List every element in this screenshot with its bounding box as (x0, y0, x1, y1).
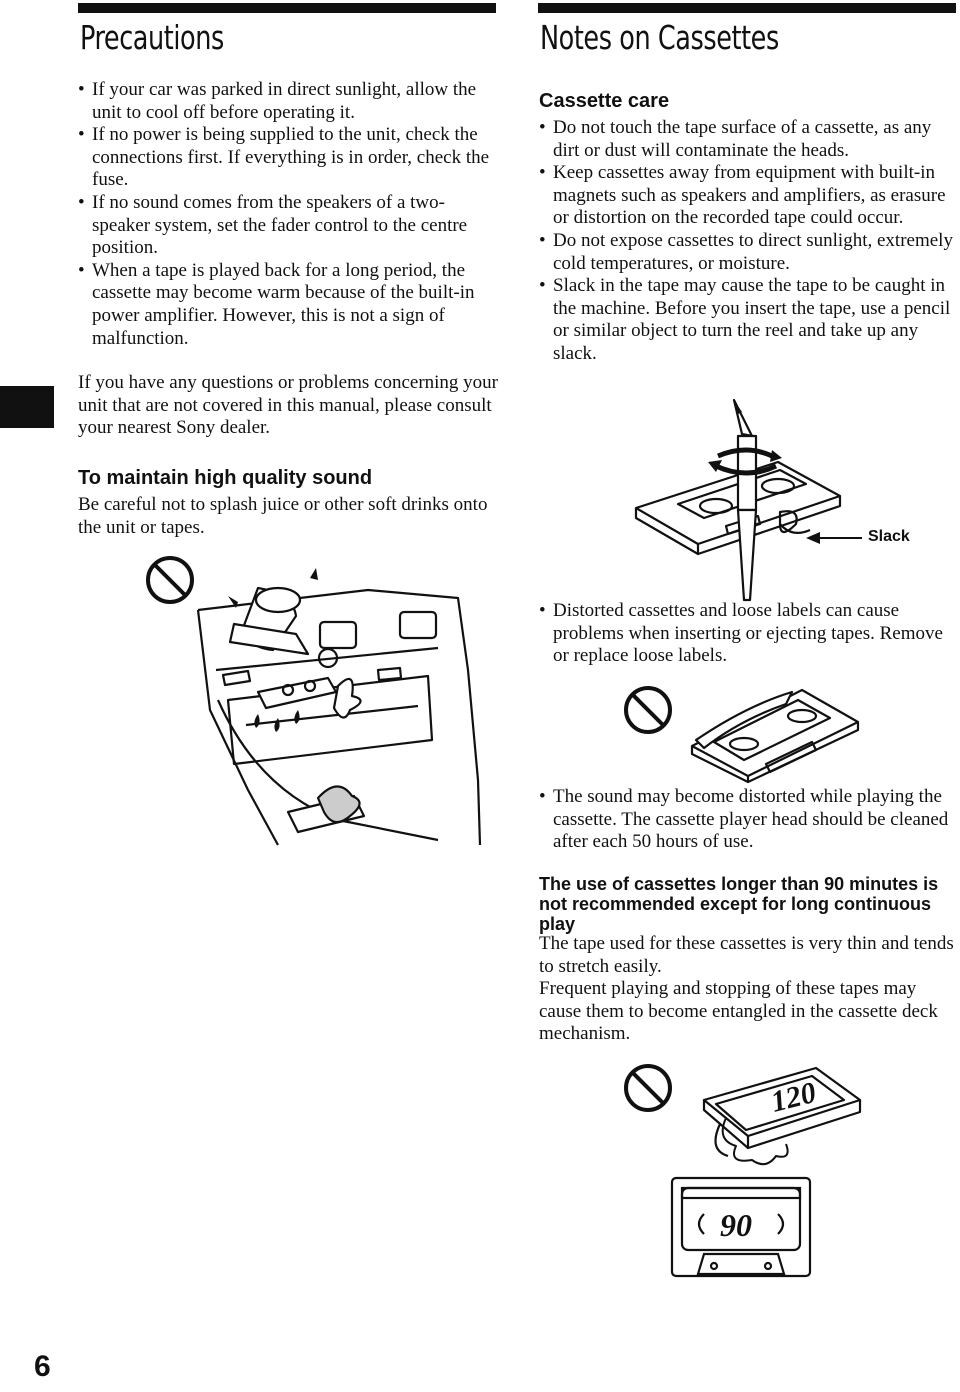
notes-on-cassettes-title: Notes on Cassettes (540, 18, 779, 57)
prohibition-icon (624, 1064, 672, 1112)
list-item: If your car was parked in direct sunligh… (78, 79, 498, 124)
list-item: Do not touch the tape surface of a casse… (539, 117, 957, 162)
list-item: Keep cassettes away from equipment with … (539, 162, 957, 230)
list-item: Distorted cassettes and loose labels can… (539, 600, 957, 668)
slack-label: Slack (868, 528, 910, 545)
long-cassettes-paragraph-2: Frequent playing and stopping of these t… (539, 978, 938, 1045)
header-rule-right (538, 3, 956, 13)
cassette-care-heading: Cassette care (539, 90, 670, 112)
tangled-120-cassette-illustration: 120 (624, 1064, 862, 1166)
loose-labels-list: Distorted cassettes and loose labels can… (539, 600, 957, 668)
list-item: If no sound comes from the speakers of a… (78, 192, 498, 260)
dealer-paragraph: If you have any questions or problems co… (78, 372, 499, 439)
cassette-90-label: 90 (720, 1207, 752, 1243)
long-cassettes-heading: The use of cassettes longer than 90 minu… (539, 874, 939, 934)
pencil-take-up-slack-illustration (634, 398, 862, 602)
sound-quality-text: Be careful not to splash juice or other … (78, 494, 488, 538)
prohibition-icon (624, 686, 672, 734)
precautions-list: If your car was parked in direct sunligh… (78, 79, 498, 350)
loose-label-cassette-illustration (624, 686, 860, 784)
section-tab-marker (0, 386, 54, 428)
prohibition-icon (146, 556, 194, 604)
car-console-spill-illustration (146, 556, 482, 846)
list-item: The sound may become distorted while pla… (539, 786, 957, 854)
list-item: When a tape is played back for a long pe… (78, 260, 498, 350)
list-item: Slack in the tape may cause the tape to … (539, 275, 957, 365)
precautions-title: Precautions (80, 18, 224, 57)
list-item: If no power is being supplied to the uni… (78, 124, 498, 192)
header-rule-left (78, 3, 496, 13)
sound-quality-heading: To maintain high quality sound (78, 467, 373, 489)
cassette-90-illustration: 90 (670, 1176, 812, 1278)
head-cleaning-list: The sound may become distorted while pla… (539, 786, 957, 854)
cassette-care-list: Do not touch the tape surface of a casse… (539, 117, 957, 366)
long-cassettes-paragraph-1: The tape used for these cassettes is ver… (539, 933, 954, 977)
list-item: Do not expose cassettes to direct sunlig… (539, 230, 957, 275)
page-number: 6 (34, 1350, 51, 1383)
